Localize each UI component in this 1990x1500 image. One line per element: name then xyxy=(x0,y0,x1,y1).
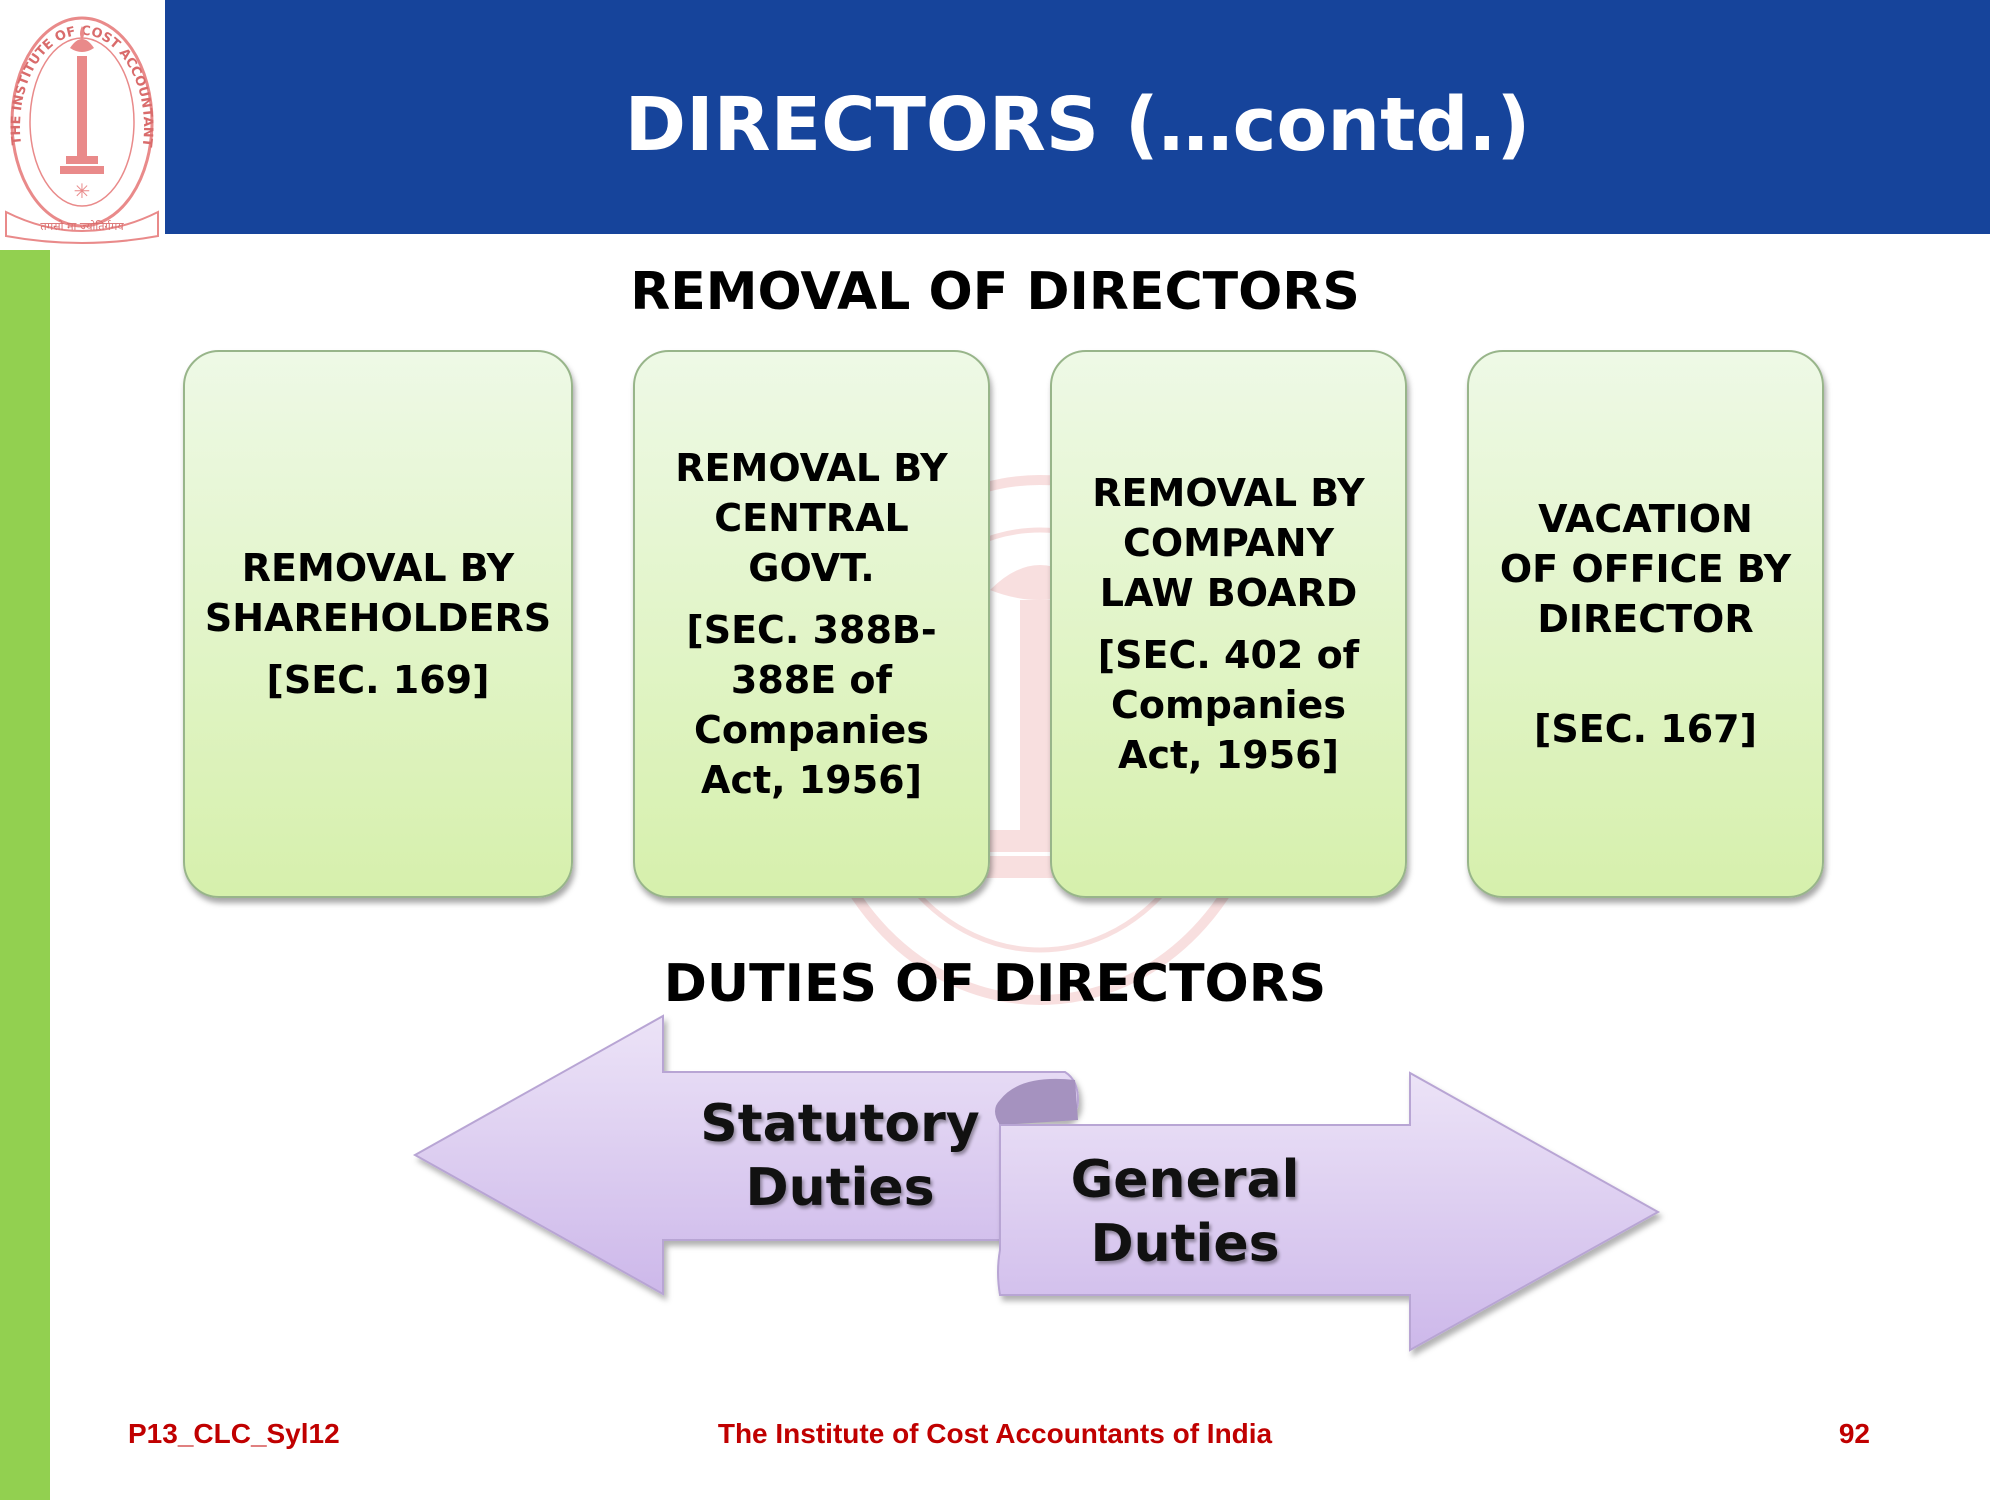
removal-heading: REMOVAL OF DIRECTORS xyxy=(630,262,1360,322)
svg-text:✳: ✳ xyxy=(74,179,91,203)
footer-course-code: P13_CLC_Syl12 xyxy=(128,1418,340,1449)
removal-box-vacation-of-office: VACATION OF OFFICE BY DIRECTOR [SEC. 167… xyxy=(1467,350,1824,898)
arrow-fold xyxy=(995,1078,1078,1125)
box-label: VACATION OF OFFICE BY DIRECTOR xyxy=(1499,497,1792,641)
box-section: [SEC. 388B- 388E of Companies Act, 1956] xyxy=(686,608,937,802)
side-accent-bar xyxy=(0,250,50,1500)
general-duties-label: General Duties xyxy=(1070,1150,1300,1274)
box-section: [SEC. 167] xyxy=(1534,707,1757,751)
box-label: REMOVAL BY CENTRAL GOVT. xyxy=(675,446,948,590)
logo-motto: तमसो मा ज्योतिर्गमय xyxy=(40,220,124,233)
duties-heading: DUTIES OF DIRECTORS xyxy=(663,954,1327,1014)
footer-institute-name: The Institute of Cost Accountants of Ind… xyxy=(717,1418,1273,1449)
slide-title: DIRECTORS (…contd.) xyxy=(624,82,1531,168)
footer-page-number: 92 xyxy=(1838,1418,1870,1449)
right-arrow-shape xyxy=(997,1071,1661,1352)
removal-box-central-govt: REMOVAL BY CENTRAL GOVT. [SEC. 388B- 388… xyxy=(633,350,990,898)
box-section: [SEC. 169] xyxy=(266,658,490,702)
box-section: [SEC. 402 of Companies Act, 1956] xyxy=(1097,633,1360,777)
box-label: REMOVAL BY COMPANY LAW BOARD xyxy=(1092,471,1365,615)
institute-logo: THE INSTITUTE OF COST ACCOUNTANTS OF IND… xyxy=(0,0,165,250)
statutory-duties-label: Statutory Duties xyxy=(700,1094,980,1218)
removal-box-company-law-board: REMOVAL BY COMPANY LAW BOARD [SEC. 402 o… xyxy=(1050,350,1407,898)
title-banner: DIRECTORS (…contd.) xyxy=(165,0,1990,234)
box-label: REMOVAL BY SHAREHOLDERS xyxy=(204,546,552,640)
removal-box-shareholders: REMOVAL BY SHAREHOLDERS [SEC. 169] xyxy=(183,350,573,898)
